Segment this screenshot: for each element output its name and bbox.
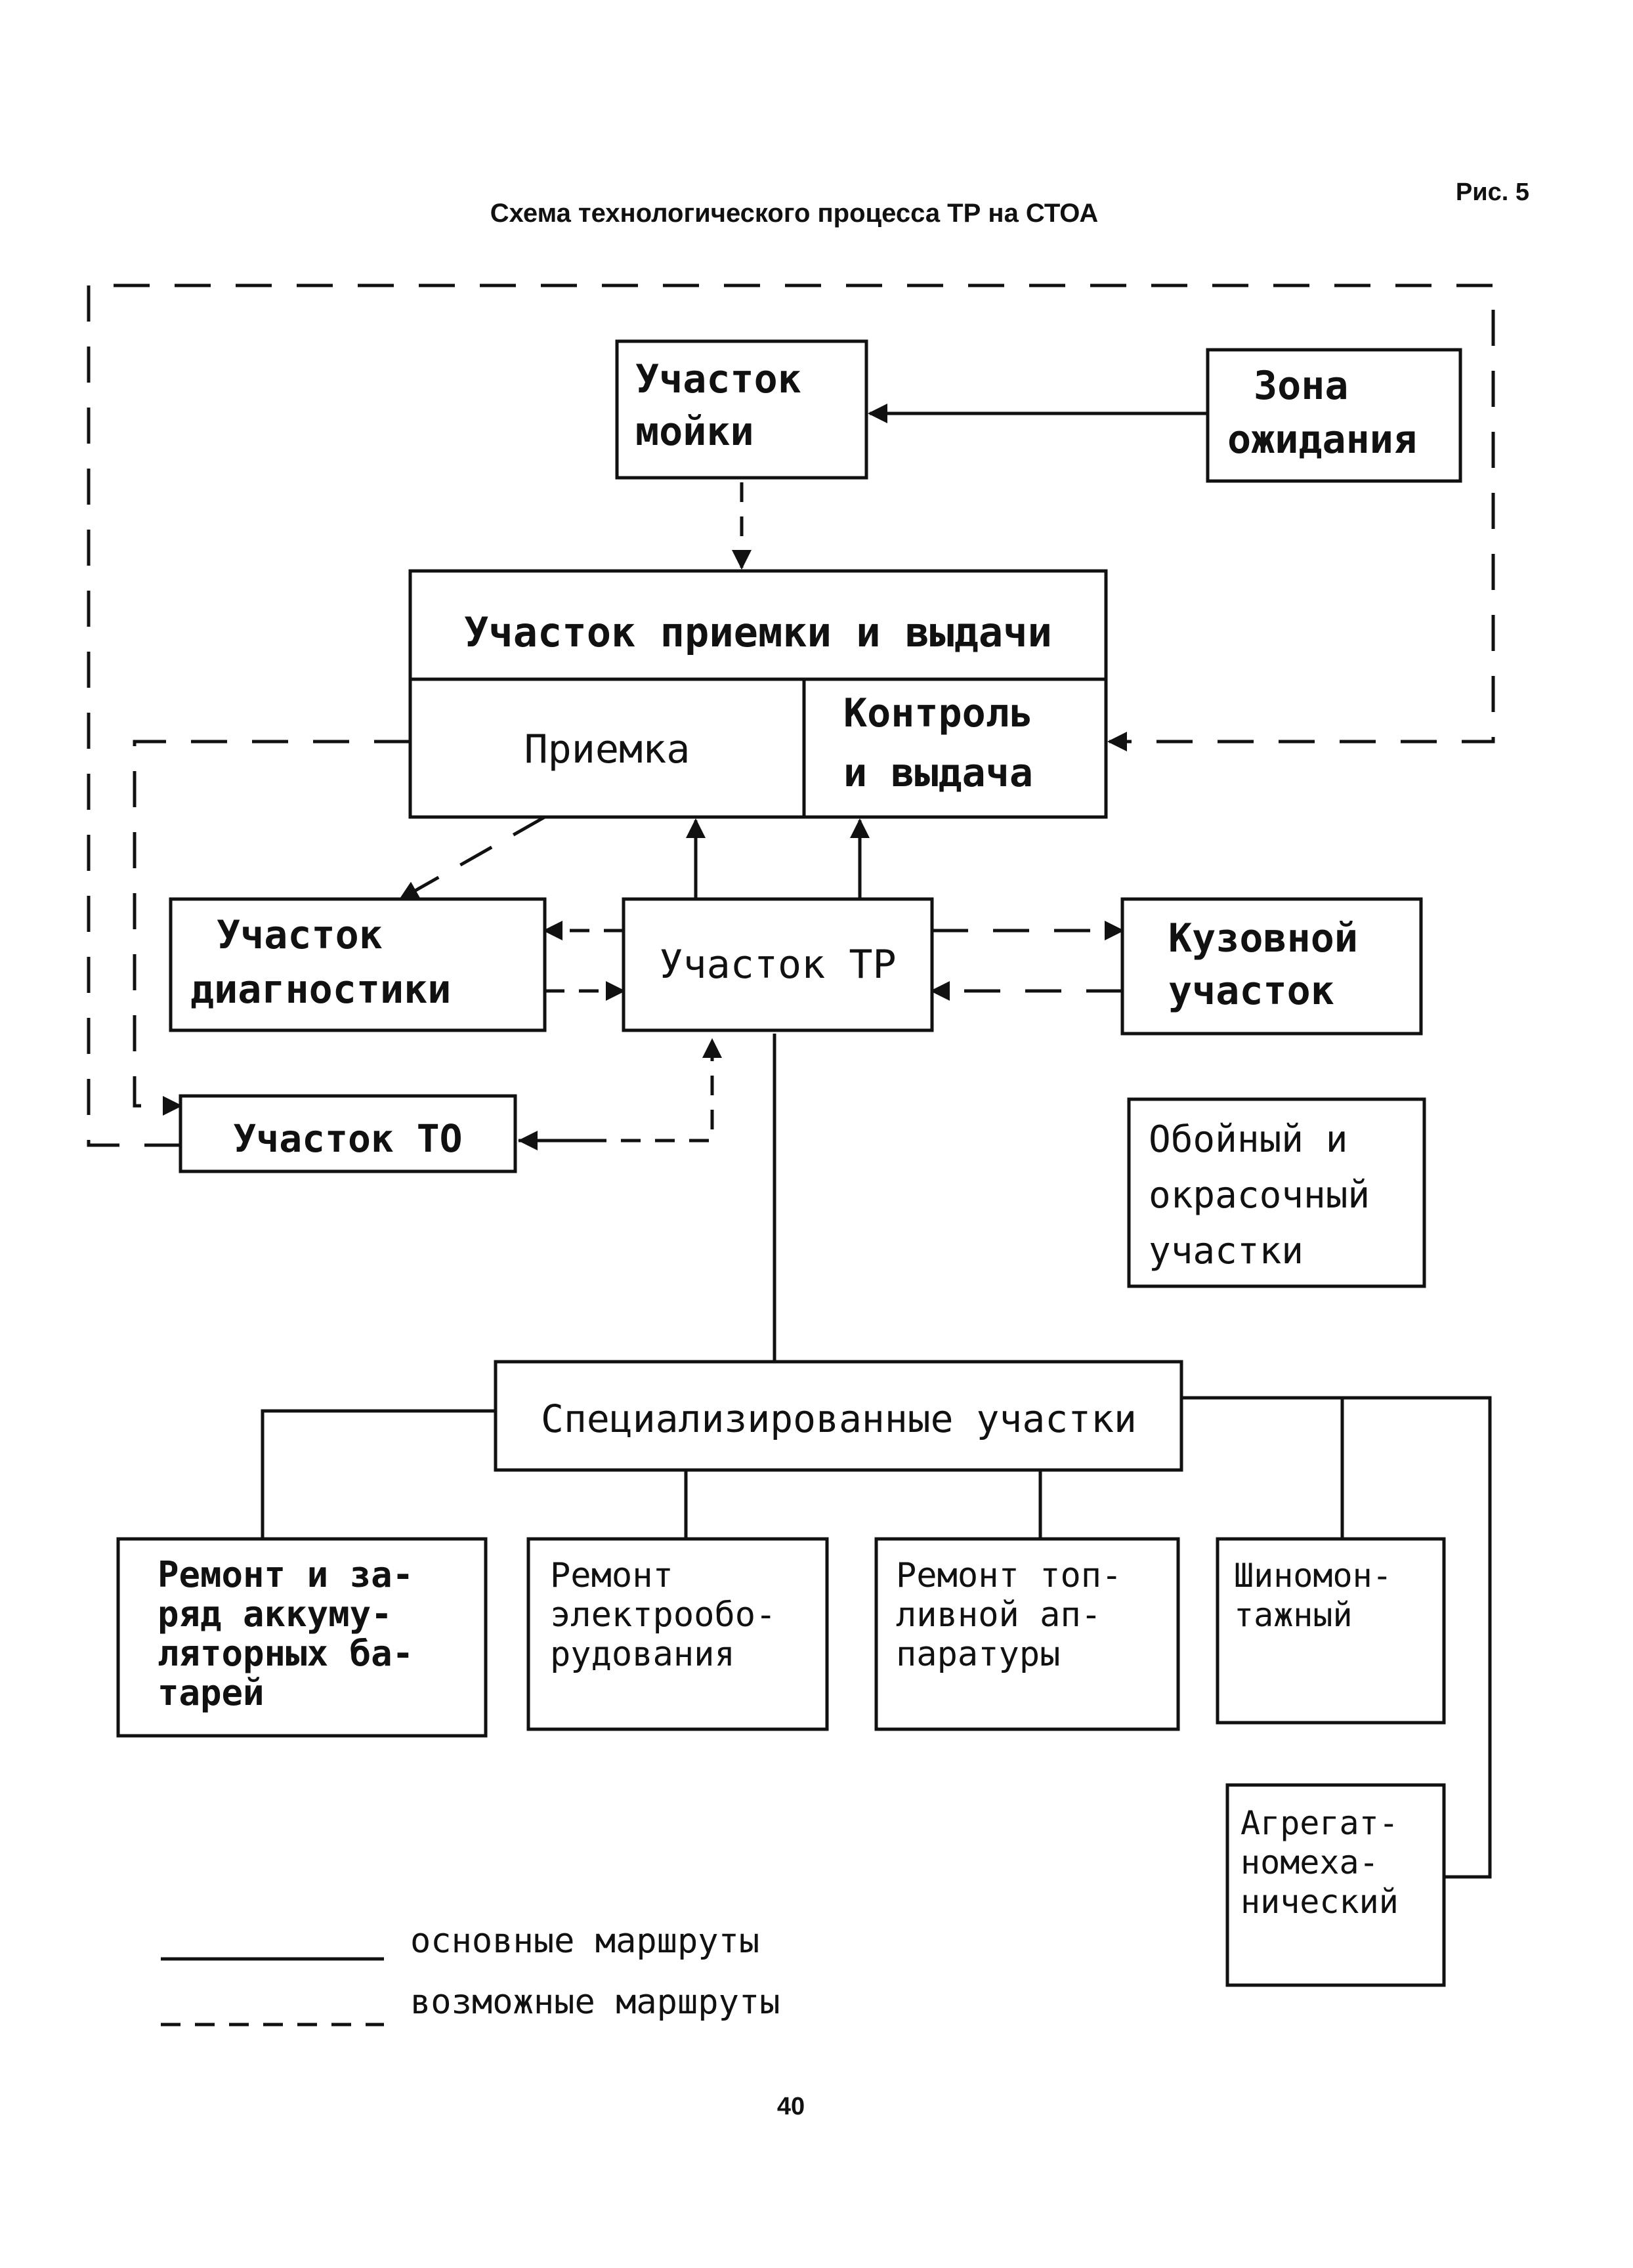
specialized-tree-left [261,1409,496,1539]
waiting-line-1: Зона [1254,363,1349,409]
washing-line-1: Участок [635,356,801,402]
reception-dispatch-title: Участок приемки и выдачи [464,608,1052,656]
legend-dashed-label: возможные маршруты [410,1983,780,2022]
connectors [87,284,1495,1879]
svg-text:Ремонт топ- ливной ап-: Ремонт топ- ливной ап- паратуры [896,1556,1143,1674]
page-number: 40 [777,2093,805,2120]
svg-text:Обойный и окрасочный: Обойный и окрасочный участки [1149,1118,1392,1272]
fuel-line-2: ливной ап- [896,1595,1101,1635]
box-diagnostics: Участок диагностики [169,897,547,1032]
svg-text:Кузовной участок: Кузовной участок [1168,915,1382,1014]
reception-label: Приемка [524,726,690,772]
fuel-line-3: паратуры [896,1635,1060,1674]
electrical-line-2: электрообо- [550,1595,776,1635]
figure-label: Рис. 5 [1456,178,1529,206]
reception-to-to-route [133,740,410,1116]
svg-text:Ремонт и за- ряд аккуму-: Ремонт и за- ряд аккуму- ляторных ба- та… [158,1554,435,1713]
box-tr: Участок ТР [622,897,934,1032]
upholstery-line-2: окрасочный [1149,1174,1370,1217]
aggregate-line-2: номеха- [1241,1843,1379,1881]
svg-text:Зона ожидания: Зона ожидания [1227,363,1417,463]
svg-text:Шиномон- тажный: Шиномон- тажный [1234,1557,1412,1634]
body-line-1: Кузовной [1168,915,1358,961]
svg-text:Ремонт электрообо-: Ремонт электрообо- рудования [550,1556,797,1674]
box-waiting-zone: Зона ожидания [1206,348,1462,483]
svg-text:Агрегат- номеха- н: Агрегат- номеха- нический [1241,1804,1418,1921]
upholstery-line-3: участки [1149,1230,1304,1272]
box-electrical: Ремонт электрообо- рудования [526,1537,829,1731]
box-specialized: Специализированные участки [494,1360,1183,1472]
tire-line-1: Шиномон- [1234,1557,1392,1595]
waiting-line-2: ожидания [1227,417,1417,463]
box-tire: Шиномон- тажный [1216,1537,1446,1725]
control-line-2: и выдача [843,750,1033,796]
upholstery-line-1: Обойный и [1149,1118,1347,1161]
legend: основные маршруты возможные маршруты [161,1922,780,2026]
control-line-1: Контроль [843,690,1033,736]
specialized-label: Специализированные участки [541,1396,1137,1441]
svg-text:Контроль и выдача: Контроль и выдача [843,690,1057,796]
tire-line-2: тажный [1234,1596,1353,1634]
legend-solid-label: основные маршруты [410,1922,759,1961]
battery-line-4: тарей [158,1672,265,1713]
svg-text:Участок мойки: Участок мойки [635,356,825,455]
box-body-shop: Кузовной участок [1120,897,1423,1036]
battery-line-1: Ремонт и за- [158,1554,414,1595]
box-battery: Ремонт и за- ряд аккуму- ляторных ба- та… [116,1537,488,1738]
diagnostics-line-2: диагностики [190,967,451,1013]
box-fuel: Ремонт топ- ливной ап- паратуры [874,1537,1180,1731]
aggregate-line-3: нический [1241,1883,1399,1921]
to-tr-link-route [519,1038,722,1143]
box-aggregate: Агрегат- номеха- нический [1225,1783,1446,1987]
electrical-line-3: рудования [550,1635,735,1674]
aggregate-line-1: Агрегат- [1241,1804,1399,1842]
diagram-title: Схема технологического процесса ТР на СТ… [490,199,1099,228]
battery-line-2: ряд аккуму- [158,1593,392,1635]
box-washing: Участок мойки [615,339,868,480]
box-to: Участок ТО [179,1094,517,1173]
fuel-line-1: Ремонт топ- [896,1556,1122,1595]
box-reception-dispatch: Участок приемки и выдачи Приемка Контрол… [408,569,1108,819]
to-label: Участок ТО [233,1116,462,1161]
body-line-2: участок [1168,968,1334,1014]
tr-label: Участок ТР [659,942,896,988]
reception-to-diagnostics-route [398,815,546,901]
box-upholstery-paint: Обойный и окрасочный участки [1127,1097,1426,1288]
outer-loop-route [87,284,1495,1147]
specialized-tree-right [1181,1396,1492,1879]
svg-text:Участок диагностики: Участок диагностики [190,912,451,1013]
electrical-line-1: Ремонт [550,1556,673,1595]
washing-line-2: мойки [635,409,754,455]
diagnostics-line-1: Участок [217,912,383,958]
battery-line-3: ляторных ба- [158,1633,414,1674]
